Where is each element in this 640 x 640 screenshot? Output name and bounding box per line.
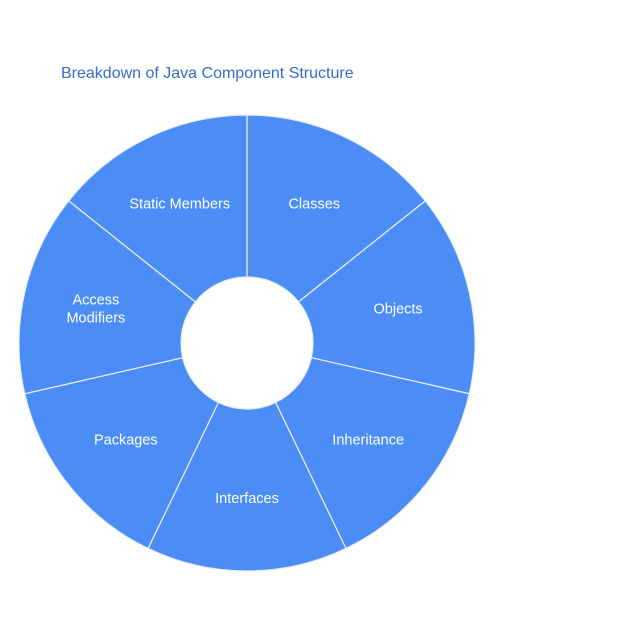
slice-label: Static Members <box>129 196 230 212</box>
slice-label: Classes <box>288 196 340 212</box>
chart-title: Breakdown of Java Component Structure <box>61 65 354 82</box>
slice-label: Objects <box>374 302 423 318</box>
slice-inheritance <box>274 356 471 550</box>
slice-label: Inheritance <box>332 433 404 449</box>
slice-packages <box>23 356 220 550</box>
slice-access-modifiers <box>18 200 197 395</box>
slice-classes <box>246 114 427 303</box>
slice-static-members <box>67 114 248 303</box>
slice-interfaces <box>147 401 347 572</box>
slice-objects <box>297 200 476 395</box>
slice-label: Packages <box>94 433 158 449</box>
slice-label: Interfaces <box>215 491 279 507</box>
